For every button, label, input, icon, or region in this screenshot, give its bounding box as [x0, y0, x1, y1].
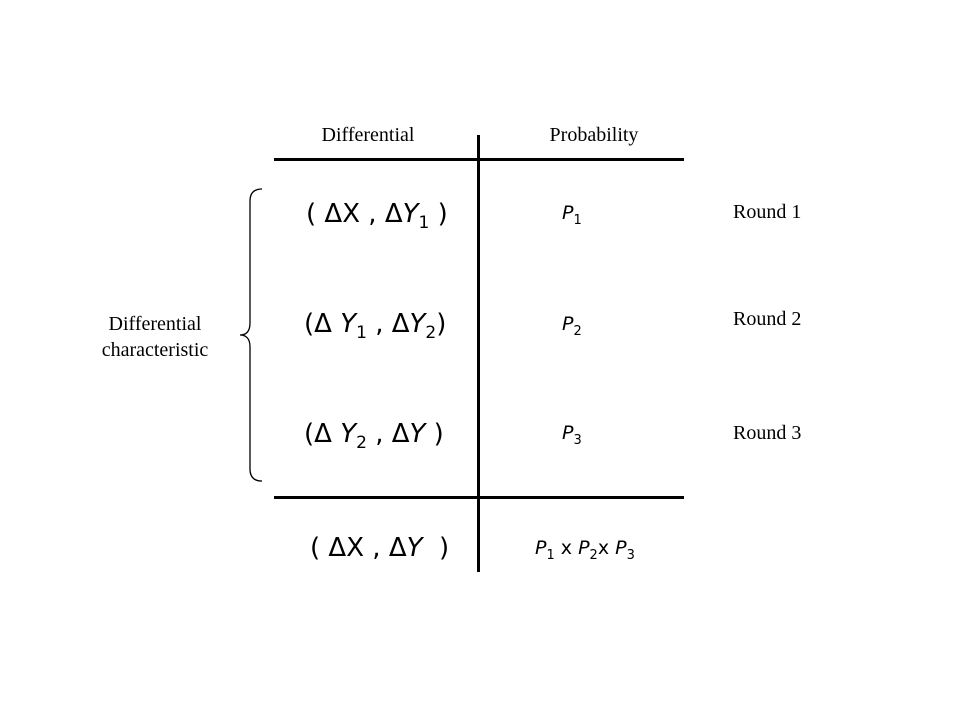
- times-sign: x: [554, 537, 579, 559]
- subscript: 1: [356, 323, 367, 343]
- delta-symbol: Δ: [314, 309, 341, 339]
- separator: ,: [360, 199, 385, 229]
- label-line-1: Differential: [108, 313, 202, 335]
- subscript: 2: [425, 323, 437, 343]
- differential-row-3: (Δ Y2 , ΔY ): [304, 414, 444, 454]
- variable-p: P: [562, 313, 574, 335]
- close-paren: ): [436, 309, 447, 339]
- probability-row-1: P1: [562, 198, 582, 228]
- probability-row-2: P2: [562, 309, 582, 339]
- variable-p: P: [615, 537, 627, 559]
- variable-p: P: [578, 537, 590, 559]
- probability-header: Probability: [549, 124, 639, 146]
- variable-y: Y: [402, 199, 419, 229]
- variable-y: Y: [409, 309, 426, 339]
- subscript: 1: [546, 548, 555, 563]
- round-3-label: Round 3: [733, 422, 802, 444]
- probability-row-3: P3: [562, 418, 582, 448]
- open-paren: (: [306, 199, 325, 229]
- subscript: 1: [418, 213, 430, 233]
- open-paren: (: [304, 419, 315, 449]
- variable-y: Y: [409, 419, 426, 449]
- variable-y: Y: [340, 309, 357, 339]
- subscript: 2: [356, 433, 367, 453]
- variable-p: P: [562, 202, 574, 224]
- close-paren: ): [429, 199, 448, 229]
- variable-y: Y: [340, 419, 357, 449]
- probability-total: P1 x P2x P3: [535, 533, 635, 563]
- times-sign: x: [597, 537, 616, 559]
- delta-symbol: Δ: [391, 419, 410, 449]
- subscript: 3: [573, 433, 582, 448]
- variable-y: Y: [406, 533, 423, 563]
- subscript: 3: [626, 548, 635, 563]
- separator: ,: [366, 309, 392, 339]
- delta-x: ΔX: [324, 199, 361, 229]
- round-1-label: Round 1: [733, 201, 802, 223]
- variable-p: P: [562, 422, 574, 444]
- open-paren: (: [310, 533, 329, 563]
- differential-row-2: (Δ Y1 , ΔY2): [304, 304, 446, 344]
- label-line-2: characteristic: [101, 339, 209, 361]
- subscript: 2: [573, 324, 582, 339]
- close-paren: ): [425, 419, 444, 449]
- delta-x: ΔX: [328, 533, 365, 563]
- separator: ,: [364, 533, 389, 563]
- subscript: 1: [573, 213, 582, 228]
- close-paren: ): [422, 533, 450, 563]
- differential-header: Differential: [321, 124, 415, 146]
- variable-p: P: [535, 537, 547, 559]
- differential-row-1: ( ΔX , ΔY1 ): [306, 194, 448, 234]
- round-2-label: Round 2: [733, 308, 802, 330]
- curly-brace: [239, 188, 263, 482]
- delta-symbol: Δ: [314, 419, 341, 449]
- separator: ,: [366, 419, 392, 449]
- delta-symbol: Δ: [391, 309, 410, 339]
- differential-characteristic-label: Differential characteristic: [75, 311, 235, 363]
- open-paren: (: [304, 309, 315, 339]
- delta-symbol: Δ: [384, 199, 403, 229]
- column-divider: [477, 135, 480, 572]
- delta-symbol: Δ: [388, 533, 407, 563]
- subscript: 2: [589, 548, 598, 563]
- differential-total: ( ΔX , ΔY ): [310, 528, 449, 568]
